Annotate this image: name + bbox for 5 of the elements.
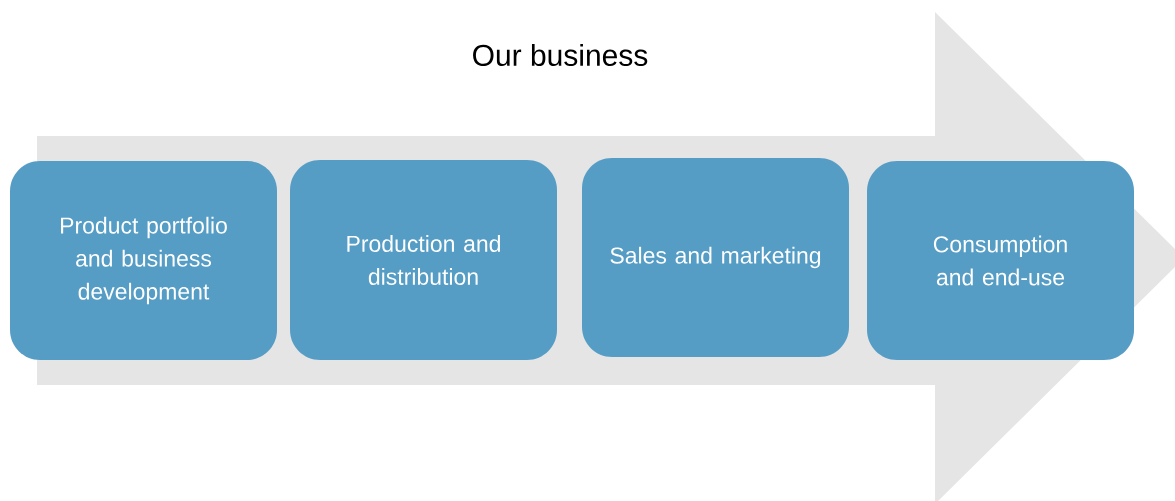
process-box: Product portfolio and business development (10, 161, 277, 360)
process-box: Consumption and end-use (867, 161, 1134, 360)
title: Our business (473, 44, 648, 66)
process-box: Sales and marketing (582, 158, 849, 357)
process-box: Production and distribution (290, 160, 557, 360)
